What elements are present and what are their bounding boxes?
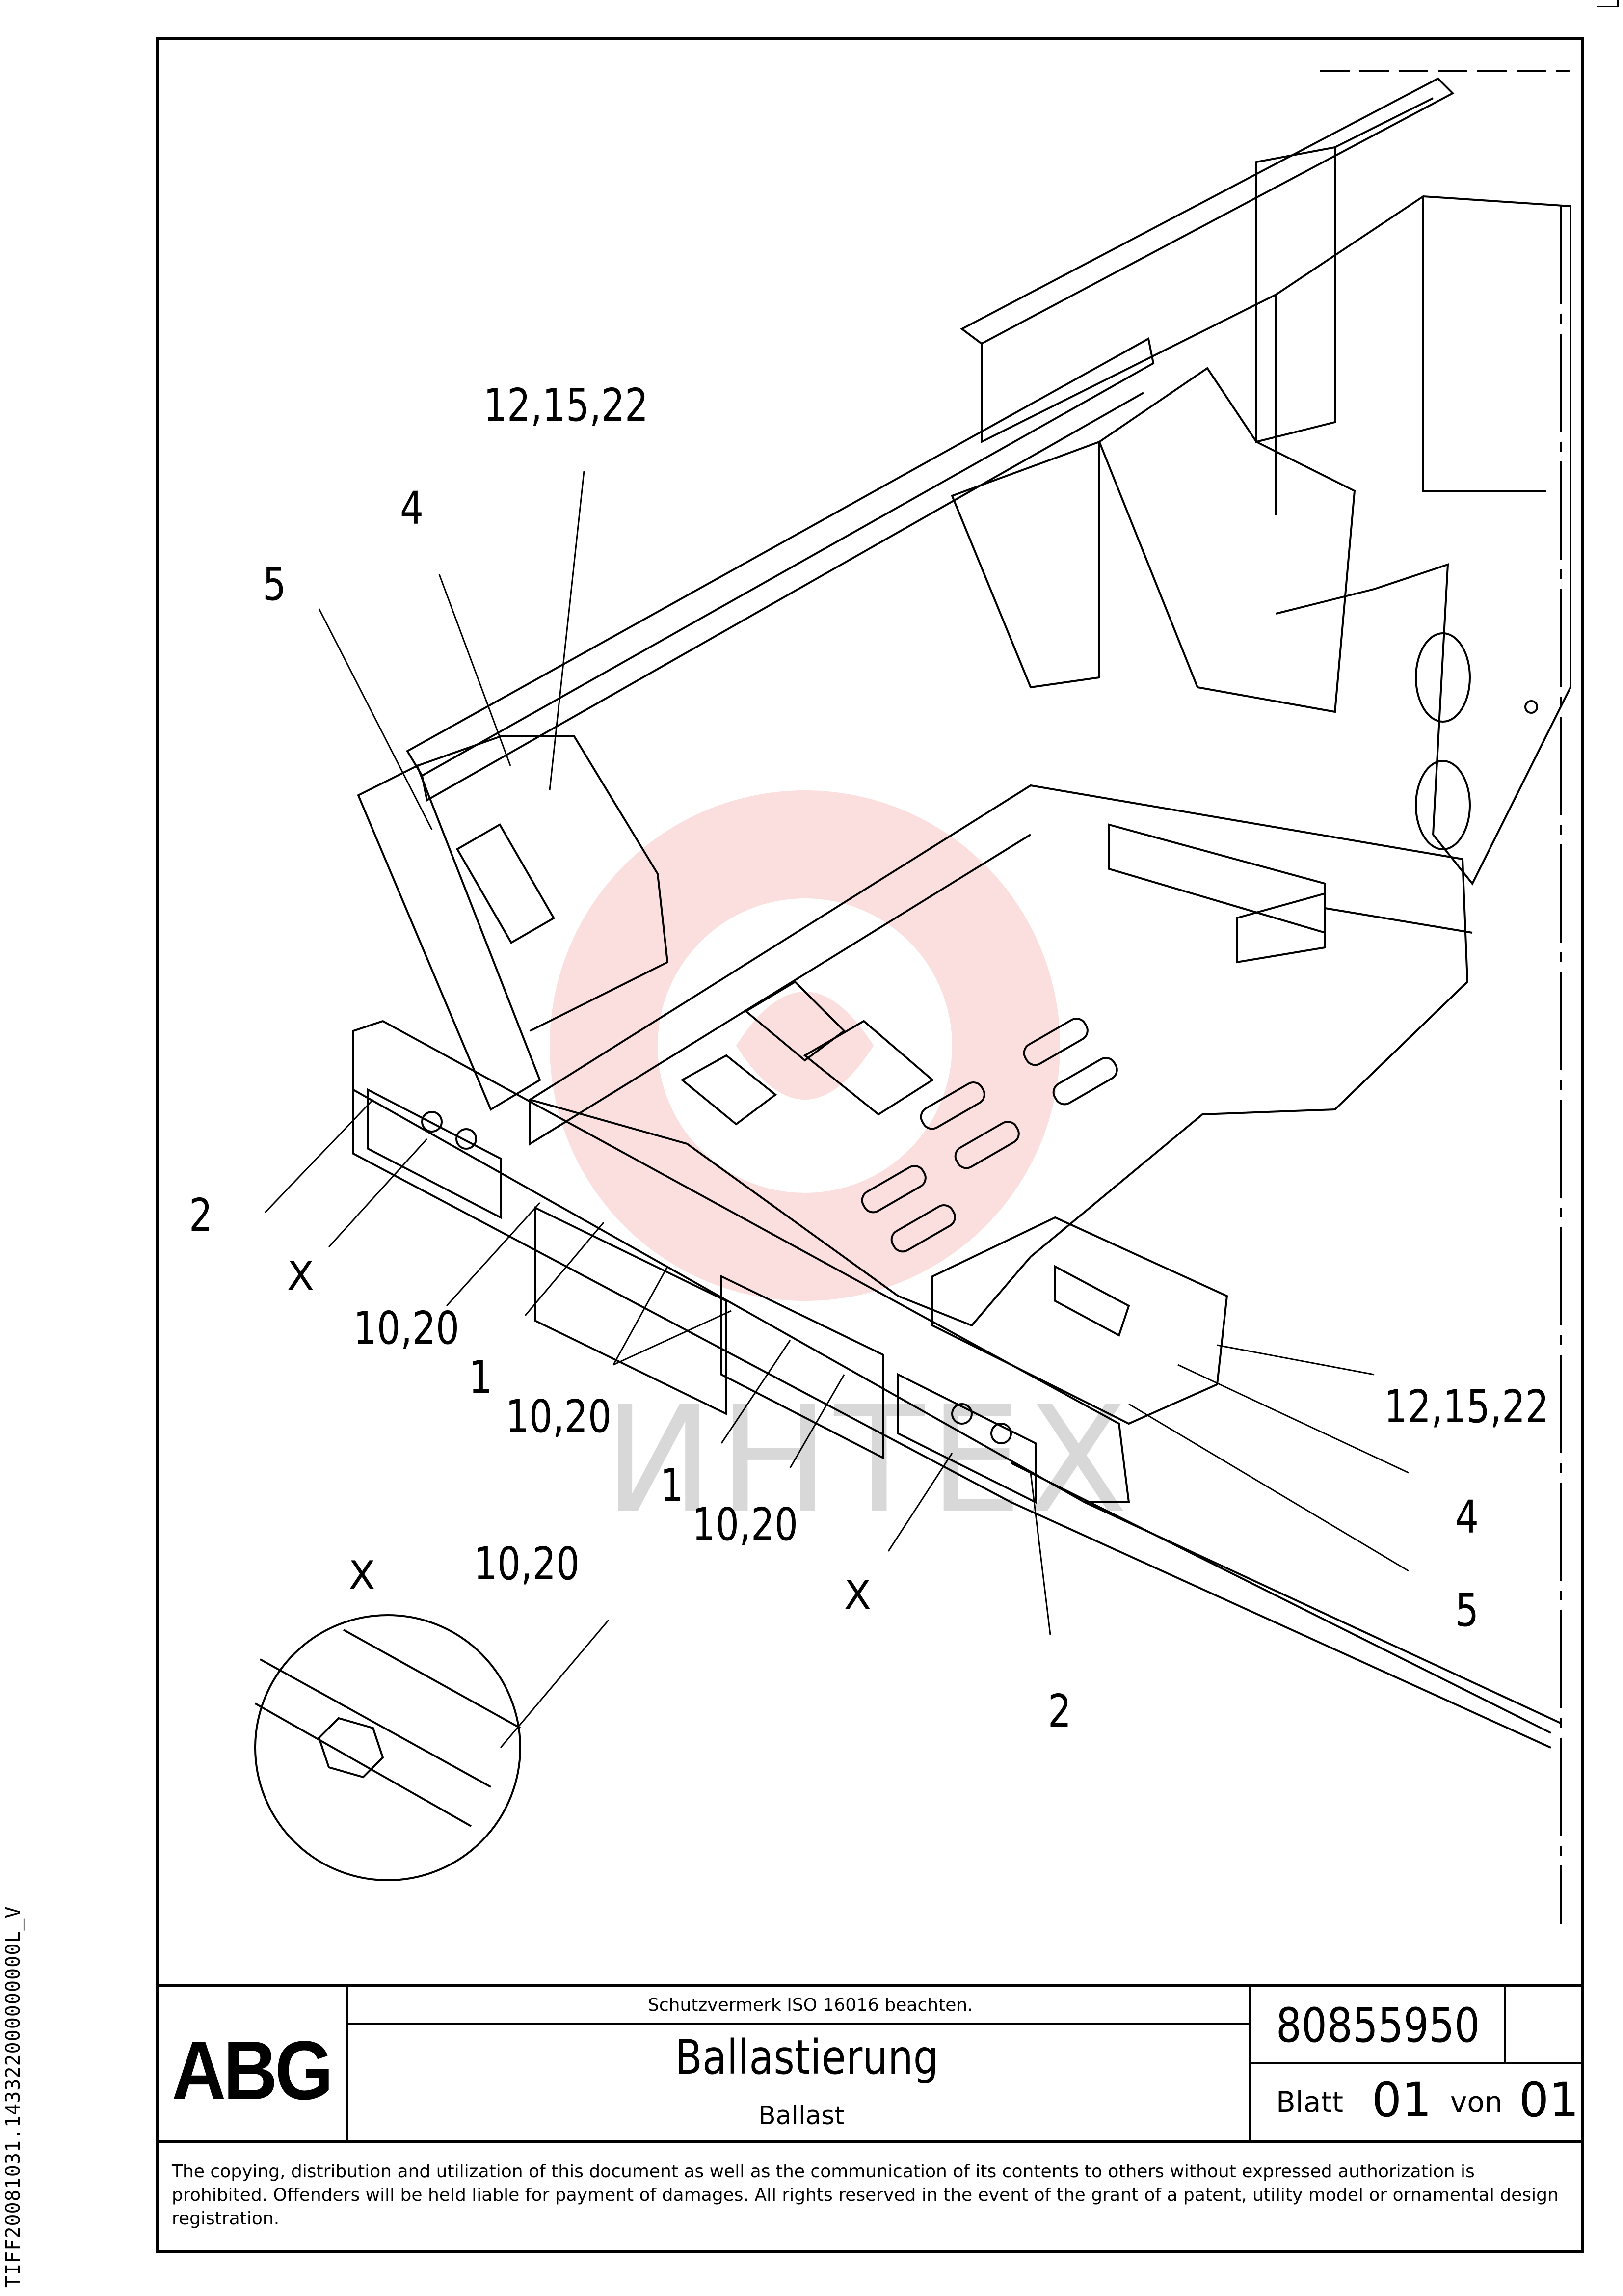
callout-4-top: 4 (400, 482, 424, 535)
title-block-top-line (156, 1984, 1584, 1987)
protection-notice: Schutzvermerk ISO 16016 beachten. (648, 1995, 973, 2015)
number-box-divider (1504, 1984, 1506, 2062)
callout-4-right: 4 (1455, 1491, 1479, 1543)
callout-10-20-detail: 10,20 (474, 1538, 580, 1590)
corner-trim-mark (1597, 0, 1619, 7)
floor-plate (528, 784, 1469, 1327)
abg-logo: ABG (172, 2024, 333, 2117)
upper-rail (960, 77, 1455, 345)
sheet-label: Blatt (1276, 2085, 1343, 2119)
callout-5-top: 5 (263, 558, 287, 611)
drawing-frame (156, 37, 1584, 2253)
watermark-text: ИНТЕХ (604, 1375, 1133, 1546)
callout-2-bottom: 2 (1048, 1685, 1072, 1737)
side-wall (1098, 367, 1356, 713)
logo-divider (346, 1984, 348, 2140)
detail-view-circle (254, 1614, 521, 1881)
ballast-weight-1 (534, 1206, 727, 1416)
drawing-subtitle: Ballast (758, 2101, 845, 2131)
ballast-weight-2 (720, 1274, 884, 1460)
document-number: 80855950 (1276, 1998, 1480, 2053)
ballast-rail (352, 1020, 1130, 1503)
detail-marker-x-view: X (348, 1553, 375, 1598)
drawing-title: Ballastierung (675, 2030, 939, 2085)
of-label: von (1450, 2085, 1503, 2119)
title-block-bottom-line (156, 2140, 1584, 2143)
callout-10-20-b: 10,20 (506, 1390, 612, 1443)
callout-12-15-22-right: 12,15,22 (1384, 1380, 1549, 1433)
callout-10-20-c: 10,20 (692, 1498, 798, 1551)
cross-beam (1108, 823, 1326, 934)
rear-housing (981, 195, 1571, 886)
number-underline (1249, 2062, 1584, 2064)
callout-5-right: 5 (1455, 1584, 1479, 1637)
detail-marker-x-right: X (844, 1572, 871, 1618)
callout-1-b: 1 (660, 1459, 684, 1512)
copyright-notice: The copying, distribution and utilizatio… (172, 2161, 1559, 2229)
callout-1-a: 1 (469, 1351, 493, 1404)
right-bracket (931, 1216, 1228, 1425)
of-value: 01 (1519, 2073, 1579, 2128)
clamp-right (897, 1373, 1037, 1504)
sheet-value: 01 (1372, 2073, 1432, 2128)
left-bracket (357, 764, 541, 1111)
callout-2-left: 2 (189, 1189, 213, 1242)
detail-marker-x-left: X (287, 1253, 314, 1299)
callout-10-20-a: 10,20 (353, 1302, 459, 1354)
callout-12-15-22-top: 12,15,22 (483, 379, 648, 432)
notice-underline (346, 2023, 1249, 2025)
